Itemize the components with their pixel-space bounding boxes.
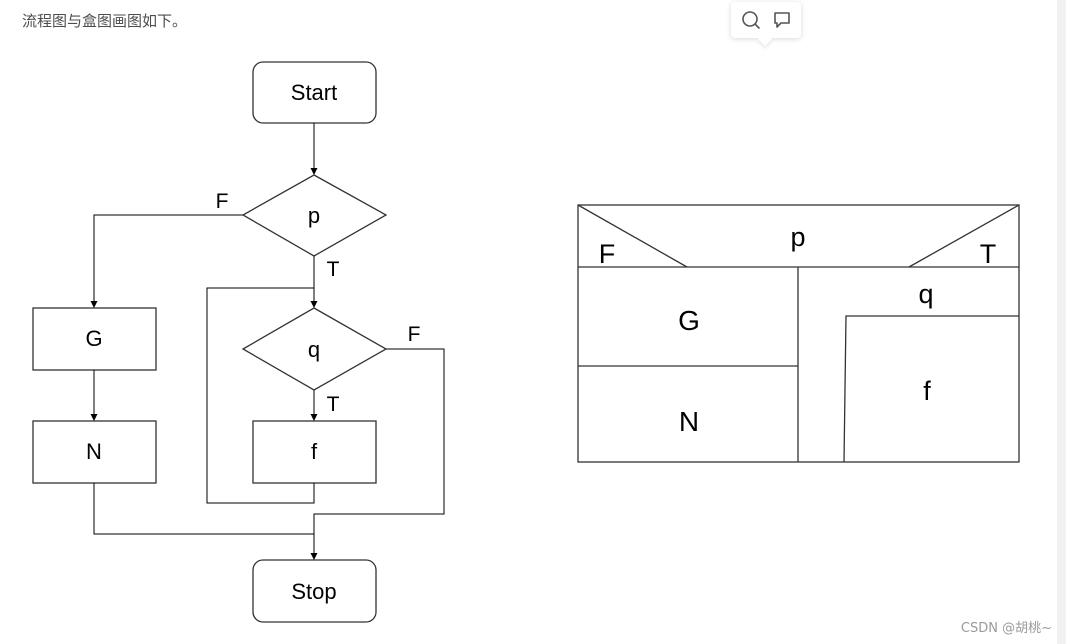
- edge-n-stop: [93, 483, 314, 535]
- process-n-label: N: [86, 439, 102, 464]
- box-loop-condition-label: q: [918, 279, 933, 309]
- scrollbar[interactable]: [1057, 0, 1066, 644]
- watermark: CSDN @胡桃~: [960, 621, 1052, 636]
- p-false-label: F: [216, 190, 229, 213]
- flowchart: Start p F T G N q F T f: [32, 61, 445, 623]
- q-false-label: F: [408, 323, 421, 346]
- intro-text: 流程图与盒图画图如下。: [22, 12, 188, 30]
- loop-body-frame: [843, 315, 1019, 463]
- process-g: [32, 307, 157, 371]
- box-diagram: p F T G N q f: [577, 204, 1020, 463]
- condition-diagonal-left: [577, 204, 688, 268]
- p-true-label: T: [327, 258, 340, 281]
- box-g-label: G: [678, 305, 700, 336]
- edge-q-false-stop: [310, 348, 445, 560]
- box-loop-body-label: f: [923, 376, 931, 406]
- floating-toolbar: [731, 2, 801, 38]
- process-f-label: f: [311, 439, 318, 464]
- decision-q-label: q: [308, 337, 320, 362]
- search-icon[interactable]: [739, 8, 763, 32]
- process-f: [252, 420, 377, 484]
- box-true-label: T: [980, 239, 997, 269]
- edge-f-loop-q: [206, 287, 315, 504]
- stop-terminal: [252, 559, 377, 623]
- process-g-label: G: [85, 326, 102, 351]
- edge-p-false-g: [90, 214, 243, 308]
- stop-label: Stop: [291, 579, 336, 604]
- start-label: Start: [291, 80, 337, 105]
- box-false-label: F: [599, 239, 616, 269]
- condition-diagonal-right: [908, 204, 1020, 268]
- decision-p-label: p: [308, 203, 320, 228]
- box-condition-label: p: [790, 222, 805, 252]
- q-true-label: T: [327, 393, 340, 416]
- comment-icon[interactable]: [770, 8, 794, 32]
- box-n-label: N: [679, 406, 699, 437]
